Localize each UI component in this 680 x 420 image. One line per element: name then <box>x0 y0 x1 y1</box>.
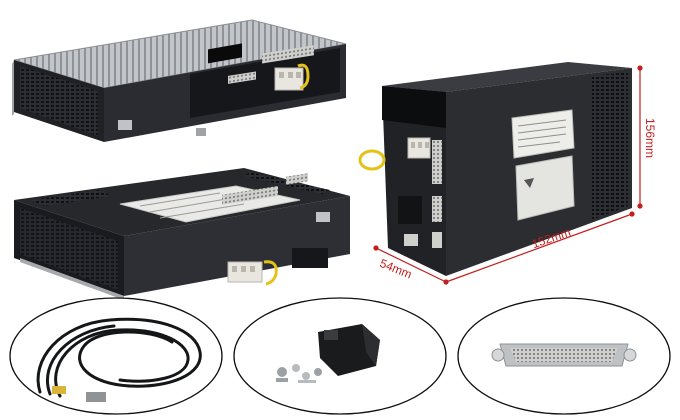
power-terminal-connector <box>274 63 310 91</box>
db25-connector-hood <box>233 297 447 415</box>
encoder-cable <box>9 297 223 415</box>
height-dimension-label: 156mm <box>643 118 657 159</box>
db25-connector <box>457 297 671 415</box>
servo-drive-front-view <box>358 62 643 285</box>
servo-drive-bottom-view <box>14 168 350 300</box>
dimension-lines <box>373 65 643 285</box>
servo-drive-top-view <box>12 19 347 142</box>
power-terminal-connector <box>227 260 278 286</box>
screw-kit <box>276 364 322 383</box>
